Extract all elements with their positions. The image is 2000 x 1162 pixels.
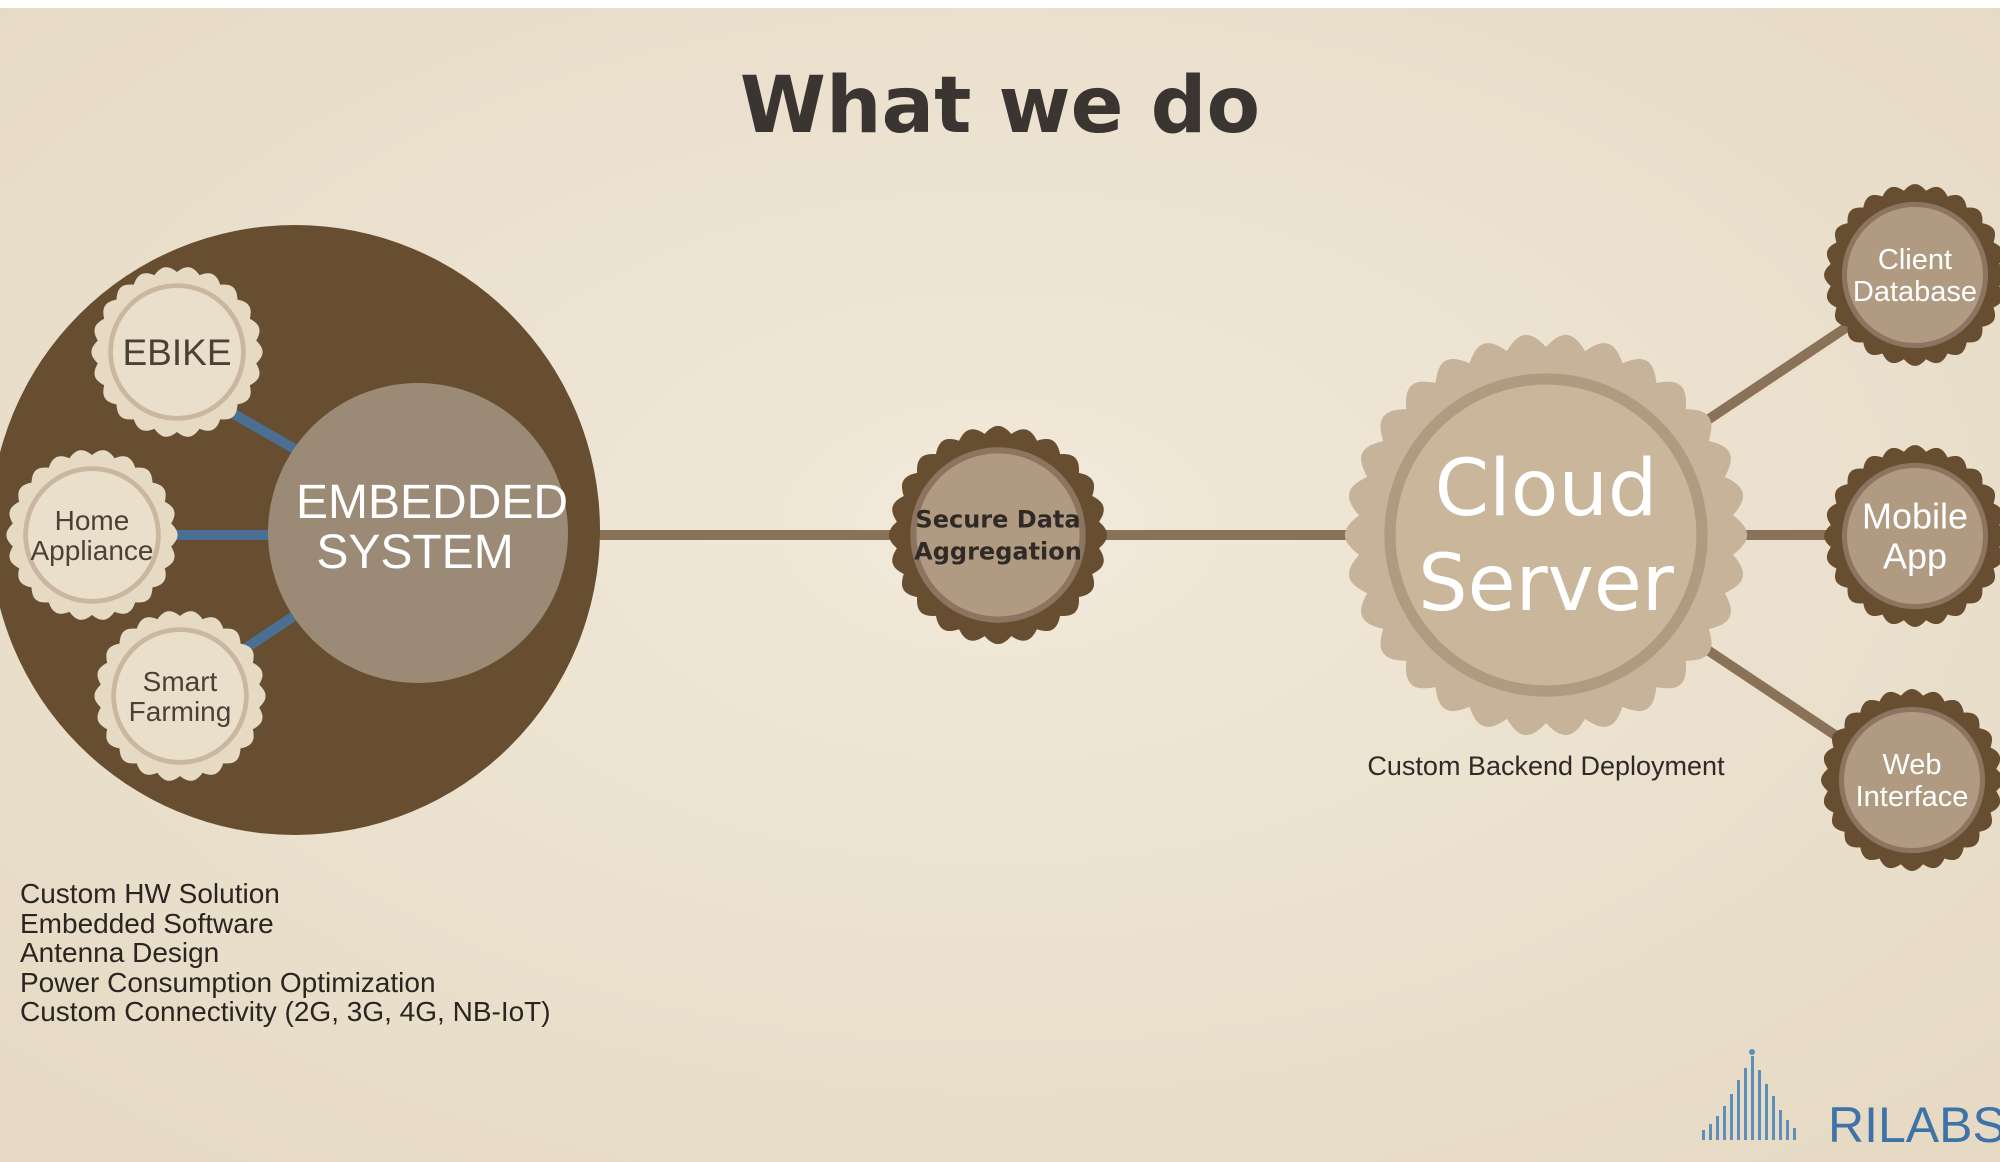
badge-ebike-label: EBIKE [123, 332, 232, 373]
brand-logo: RILABS [1702, 1049, 2000, 1153]
badge-web-interface-label: Web [1882, 749, 1941, 781]
logo-bar [1779, 1110, 1782, 1140]
capability-item: Custom HW Solution [20, 878, 280, 909]
badge-client-database-label: Client [1878, 244, 1952, 276]
capabilities-list: Custom HW Solution Embedded Software Ant… [20, 878, 551, 1027]
logo-bar [1765, 1084, 1768, 1140]
connector-cloud-web [1697, 640, 1853, 750]
badge-secure-data-aggregation-label: Secure Data [915, 505, 1080, 533]
logo-bar [1723, 1106, 1726, 1140]
badge-web-interface-label: Interface [1856, 781, 1969, 813]
connector-cloud-database [1697, 320, 1853, 430]
capability-item: Power Consumption Optimization [20, 967, 436, 998]
badge-home-appliance-label: Home [55, 505, 130, 536]
logo-bar [1744, 1068, 1747, 1140]
equalizer-bars-icon [1702, 1049, 1796, 1140]
embedded-system-label-line2: SYSTEM [316, 526, 513, 579]
logo-bar [1737, 1080, 1740, 1140]
logo-bar [1751, 1056, 1754, 1140]
connector-smart-farming [237, 607, 303, 657]
badge-client-database-label: Database [1853, 276, 1977, 308]
capability-item: Antenna Design [20, 937, 219, 968]
badge-mobile-app-label: App [1883, 536, 1947, 577]
logo-bar [1793, 1128, 1796, 1140]
brand-name: RILABS [1828, 1097, 2000, 1153]
logo-bar [1730, 1094, 1733, 1140]
badge-smart-farming-label: Farming [129, 696, 232, 727]
badge-cloud-server-label: Cloud [1435, 444, 1658, 534]
embedded-system-circle [268, 383, 568, 683]
connector-ebike [229, 408, 303, 457]
logo-dot [1749, 1049, 1755, 1055]
badge-secure-data-aggregation-label: Aggregation [914, 537, 1082, 565]
connectors [590, 320, 1853, 750]
badge-home-appliance-label: Appliance [31, 535, 154, 566]
badge-ebike: EBIKE [91, 267, 263, 437]
logo-bar [1772, 1096, 1775, 1140]
capability-item: Custom Connectivity (2G, 3G, 4G, NB-IoT) [20, 996, 551, 1027]
cloud-server-caption: Custom Backend Deployment [1367, 751, 1725, 781]
embedded-system-label-line1: EMBEDDED [296, 476, 568, 529]
capability-item: Embedded Software [20, 908, 274, 939]
badge-cloud-server-label: Server [1418, 539, 1675, 629]
logo-bar [1758, 1070, 1761, 1140]
badge-mobile-app-label: Mobile [1862, 496, 1968, 537]
logo-bar [1786, 1120, 1789, 1140]
logo-bar [1716, 1116, 1719, 1140]
logo-bar [1702, 1130, 1705, 1140]
badge-smart-farming-label: Smart [143, 666, 218, 697]
slide-title: What we do [740, 61, 1260, 151]
logo-bar [1709, 1124, 1712, 1140]
